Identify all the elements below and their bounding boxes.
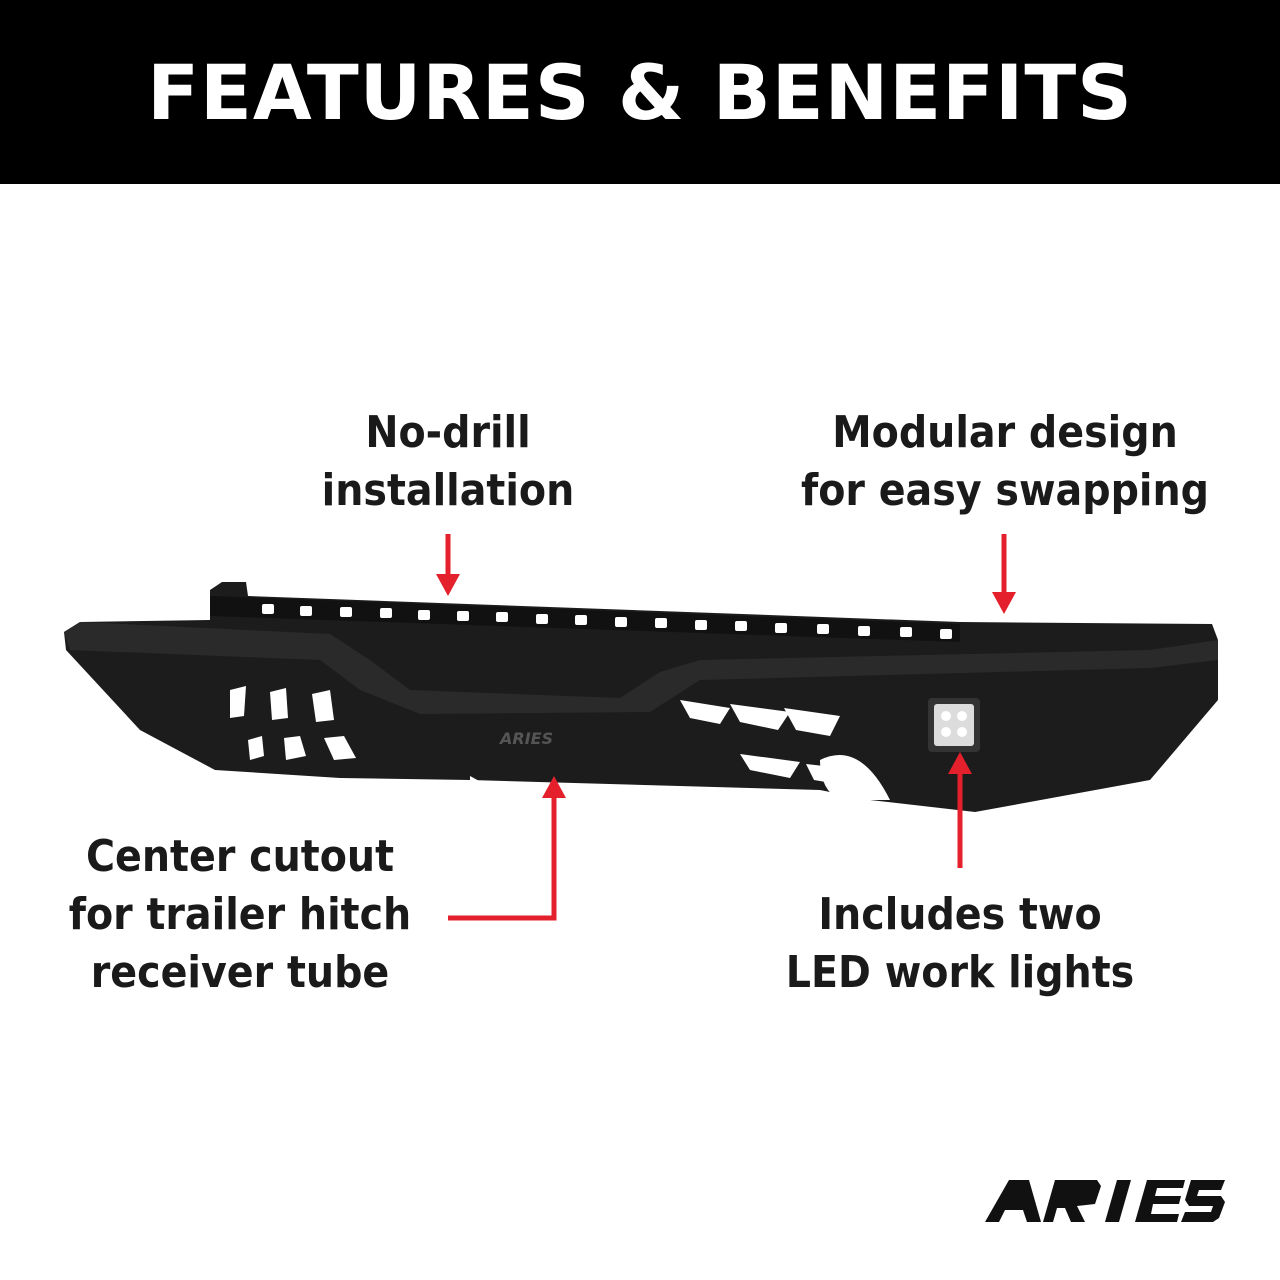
led-light bbox=[928, 698, 980, 752]
callout-line: Center cutout bbox=[85, 831, 395, 882]
callout-line: LED work lights bbox=[785, 947, 1135, 998]
callout-line: for trailer hitch bbox=[68, 889, 412, 940]
callout-led-lights: Includes two LED work lights bbox=[760, 886, 1160, 1002]
header-banner: FEATURES & BENEFITS bbox=[0, 0, 1280, 184]
callout-arrows bbox=[445, 534, 1007, 921]
callout-line: installation bbox=[321, 465, 575, 516]
bumper-image: ARIES bbox=[64, 582, 1218, 812]
callout-line: receiver tube bbox=[90, 947, 390, 998]
callout-modular-design: Modular design for easy swapping bbox=[770, 404, 1240, 520]
callout-line: Modular design bbox=[832, 407, 1178, 458]
callout-line: No-drill bbox=[365, 407, 531, 458]
callout-center-cutout: Center cutout for trailer hitch receiver… bbox=[40, 828, 440, 1002]
callout-no-drill: No-drill installation bbox=[298, 404, 598, 520]
rail-holes bbox=[262, 604, 952, 639]
right-cutouts bbox=[680, 700, 890, 800]
arrow-heads bbox=[436, 574, 1016, 798]
aries-logo bbox=[985, 1180, 1225, 1222]
page-title: FEATURES & BENEFITS bbox=[147, 47, 1133, 137]
arrow-center-cutout bbox=[448, 794, 557, 921]
left-cutouts bbox=[230, 686, 356, 760]
callout-line: for easy swapping bbox=[800, 465, 1209, 516]
callout-line: Includes two bbox=[818, 889, 1102, 940]
svg-text:ARIES: ARIES bbox=[498, 729, 553, 748]
